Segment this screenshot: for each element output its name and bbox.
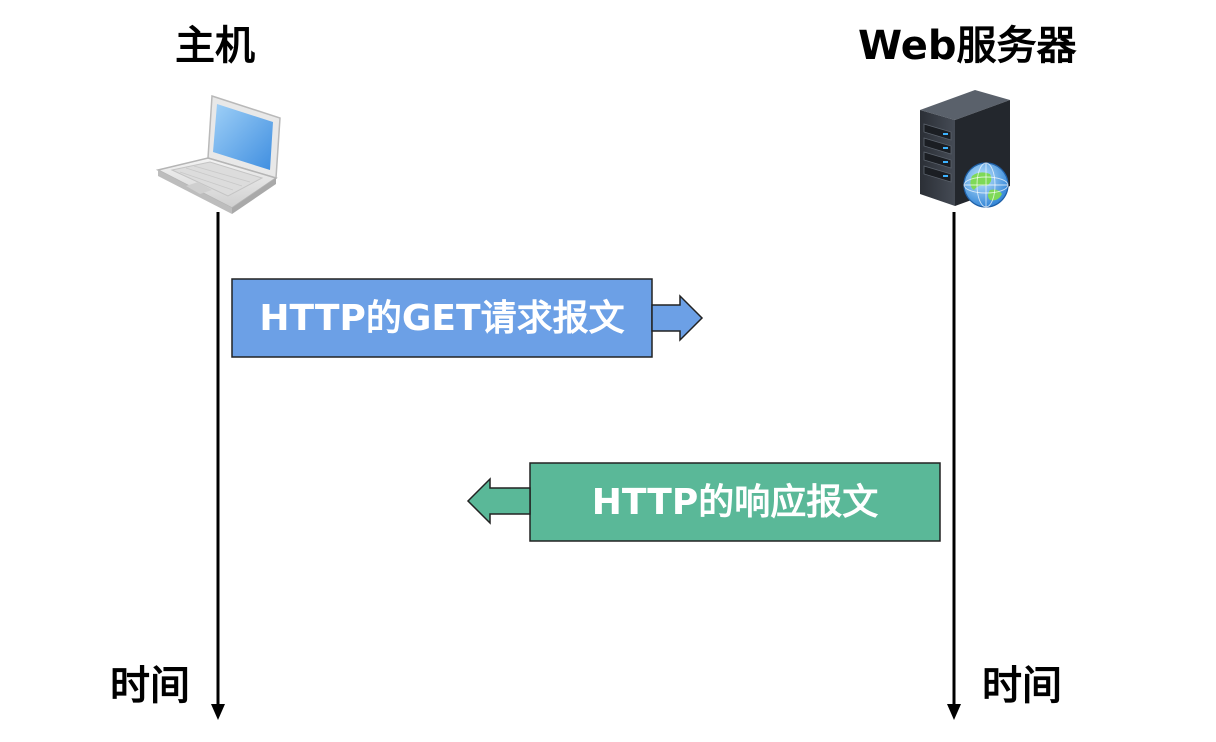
server-timeline xyxy=(947,212,961,720)
web-server-icon xyxy=(920,90,1010,208)
host-timeline xyxy=(211,212,225,720)
host-timeline-arrowhead xyxy=(211,704,225,720)
request-arrow xyxy=(651,294,704,342)
request-label: HTTP的GET请求报文 xyxy=(259,298,625,339)
server-title: Web服务器 xyxy=(858,23,1077,69)
host-title: 主机 xyxy=(175,23,255,69)
response-label: HTTP的响应报文 xyxy=(591,482,879,523)
laptop-icon xyxy=(155,94,281,214)
host-time-label: 时间 xyxy=(110,663,190,709)
request-box xyxy=(231,278,653,358)
request-message xyxy=(231,278,704,358)
response-arrow xyxy=(466,477,531,525)
response-message xyxy=(466,462,941,542)
server-timeline-arrowhead xyxy=(947,704,961,720)
server-time-label: 时间 xyxy=(982,663,1062,709)
